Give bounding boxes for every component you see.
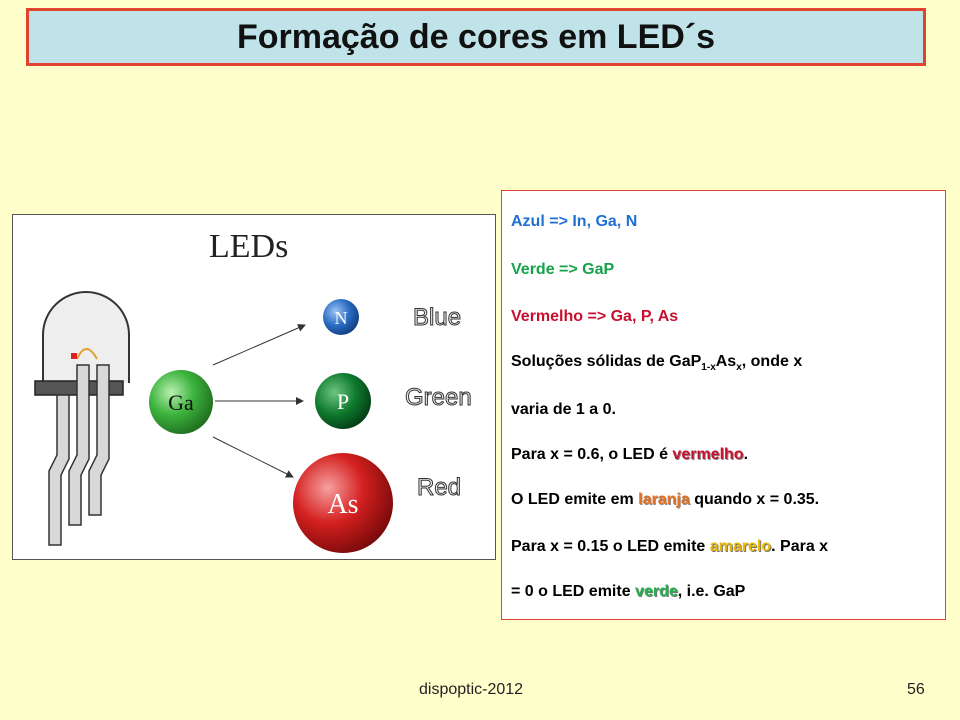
page-title: Formação de cores em LED´s — [236, 17, 716, 56]
p-atom — [315, 373, 371, 429]
label-green: Green — [405, 384, 472, 411]
figure-heading: LEDs — [209, 228, 288, 265]
led-diagram: LEDs Ga N P As Blue Green Red — [34, 228, 472, 553]
arrow-to-n — [212, 324, 306, 366]
orange-case-post: quando x = 0.35. — [689, 491, 820, 508]
title-box: Formação de cores em LED´s — [26, 8, 926, 66]
yellow-case-highlight: amarelo — [709, 538, 772, 555]
text-line-range: varia de 1 a 0. — [511, 401, 616, 418]
red-case-highlight: vermelho — [672, 446, 744, 463]
text-line-red: Vermelho => Ga, P, As — [511, 308, 679, 325]
label-red: Red — [417, 474, 461, 501]
solutions-mid: As — [715, 353, 737, 370]
n-atom-label: N — [335, 308, 348, 328]
label-blue: Blue — [413, 304, 461, 331]
orange-case-pre: O LED emite em — [511, 491, 639, 508]
footer-source: dispoptic-2012 — [419, 681, 524, 698]
text-line-orange-case: O LED emite em laranja quando x = 0.35. — [511, 491, 819, 509]
green-case-post: , i.e. GaP — [677, 583, 746, 600]
led-lamp-icon — [34, 291, 130, 546]
explanation-box: Azul => In, Ga, N Verde => GaP Vermelho … — [501, 190, 946, 620]
ga-atom-label: Ga — [168, 390, 194, 415]
led-figure: LEDs Ga N P As Blue Green Red — [12, 214, 496, 560]
ga-atom — [149, 370, 213, 434]
green-case-pre: = 0 o LED emite — [511, 583, 636, 600]
as-atom-label: As — [327, 489, 358, 520]
text-line-yellow-case: Para x = 0.15 o LED emite amarelo. Para … — [511, 538, 828, 556]
red-case-post: . — [743, 446, 749, 463]
text-line-solutions: Soluções sólidas de GaP1-xAsx, onde x — [511, 353, 802, 373]
as-atom — [293, 453, 393, 553]
text-line-green: Verde => GaP — [511, 261, 615, 278]
n-atom — [323, 299, 359, 335]
green-case-highlight: verde — [635, 583, 678, 600]
text-line-green-case: = 0 o LED emite verde, i.e. GaP — [511, 583, 745, 601]
yellow-case-post: . Para x — [771, 538, 829, 555]
yellow-case-pre: Para x = 0.15 o LED emite — [511, 538, 710, 555]
orange-case-highlight: laranja — [638, 491, 690, 508]
solutions-sub2: x — [736, 362, 742, 374]
solutions-sub1: 1-x — [701, 362, 716, 374]
text-line-blue: Azul => In, Ga, N — [511, 213, 638, 230]
text-line-red-case: Para x = 0.6, o LED é vermelho. — [511, 446, 748, 464]
solutions-post: , onde x — [741, 353, 803, 370]
red-case-pre: Para x = 0.6, o LED é — [511, 446, 673, 463]
solutions-pre: Soluções sólidas de GaP — [511, 353, 702, 370]
p-atom-label: P — [337, 389, 349, 414]
arrow-to-as — [212, 436, 294, 478]
footer-page-number: 56 — [907, 681, 925, 698]
